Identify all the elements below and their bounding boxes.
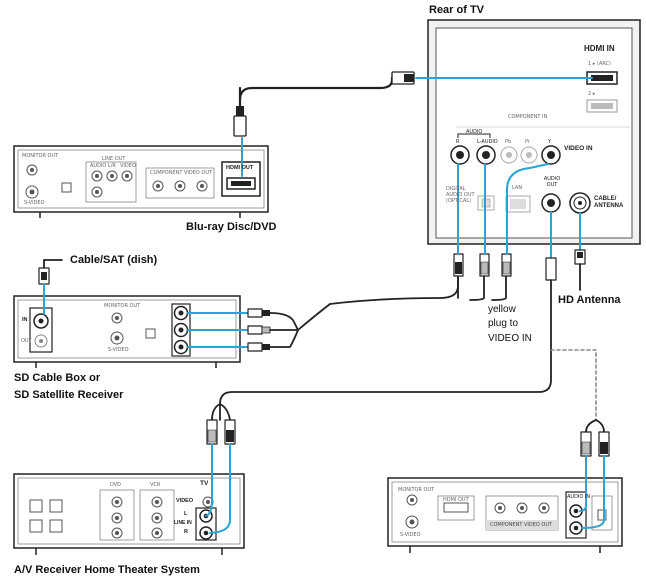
tv-digital-audio-label: DIGITAL AUDIO OUT (OPTICAL) — [446, 186, 475, 204]
tv-hdmi-1-label: 1 ▸ (ARC) — [588, 61, 611, 67]
rightbox-audio-in-label: AUDIO IN — [567, 494, 591, 500]
rightbox-monitor-out-label: MONITOR OUT — [398, 487, 435, 493]
dotted-cable — [550, 349, 610, 529]
tv-r-label: R — [456, 139, 460, 145]
bottom-right-device — [387, 477, 623, 553]
tv-component-pr-jack — [520, 146, 538, 164]
av-receiver-label: A/V Receiver Home Theater System — [14, 564, 200, 576]
tv-pr-label: Pr — [525, 139, 530, 145]
yellow-plug-note-3: VIDEO IN — [488, 333, 532, 344]
bottom-right-audio-in-r-jack — [569, 521, 583, 535]
bottom-right-audio-in-l-jack — [569, 504, 583, 518]
bluray-label: Blu-ray Disc/DVD — [186, 221, 277, 233]
av-line-in-label: LINE IN — [174, 520, 192, 526]
hd-antenna-label: HD Antenna — [558, 294, 621, 306]
tv-antenna-jack — [569, 192, 591, 214]
sdbox-video-out-jack — [173, 305, 189, 321]
tv-audio-r-jack — [450, 145, 470, 165]
bluray-svideo-label: S-VIDEO — [24, 200, 45, 206]
sdbox-in-label: IN — [22, 317, 28, 323]
av-vcr-label: VCR — [150, 482, 161, 488]
tv-video-in-label: VIDEO IN — [564, 145, 593, 152]
tv-audio-out-jack — [541, 193, 561, 213]
rightbox-hdmi-out-label: HDMI OUT — [443, 497, 469, 503]
cables — [38, 71, 610, 534]
tv-rear-panel — [427, 19, 641, 245]
tv-pb-label: Pb — [505, 139, 512, 145]
tv-component-in-label: COMPONENT IN — [508, 114, 548, 120]
sdbox-out-label: OUT — [21, 338, 32, 344]
audio-out-cable — [205, 211, 557, 534]
bluray-hdmi-out-label: HDMI OUT — [226, 165, 254, 171]
av-r-label: R — [184, 529, 188, 535]
tv-y-label: Y — [548, 139, 552, 145]
tv-lan-port — [505, 195, 531, 213]
hdmi-cable — [233, 71, 593, 177]
tv-audio-l-jack — [476, 145, 496, 165]
sdbox-in-jack — [33, 313, 49, 329]
av-dvd-label: DVD — [110, 482, 122, 488]
yellow-plug-note-1: yellow — [488, 304, 516, 315]
tv-l-audio-label: L-AUDIO — [477, 139, 498, 145]
bluray-monitor-out-label: MONITOR OUT — [22, 153, 59, 159]
yellow-plug-note-2: plug to — [488, 318, 519, 329]
sd-box-label-line1: SD Cable Box or — [14, 372, 101, 384]
av-video-label: VIDEO — [176, 498, 194, 504]
tv-audio-out-label: AUDIO OUT — [543, 176, 561, 188]
rightbox-svideo-label: S-VIDEO — [400, 532, 421, 538]
antenna-cable — [574, 212, 586, 291]
dish-cable — [38, 259, 63, 315]
av-l-label: L — [184, 511, 188, 517]
tv-video-in-jack — [541, 145, 561, 165]
tv-component-pb-jack — [500, 146, 518, 164]
sdbox-monitor-out-label: MONITOR OUT — [104, 303, 141, 309]
tv-audio-label: AUDIO — [466, 129, 483, 135]
tv-hdmi-2-label: 2 ▸ — [588, 91, 596, 97]
tv-cable-antenna-label: CABLE/ ANTENNA — [594, 196, 624, 210]
av-tv-label: TV — [200, 480, 209, 487]
bluray-video-label: VIDEO — [120, 163, 136, 169]
bluray-device — [13, 145, 269, 218]
av-receiver — [13, 473, 245, 555]
bluray-audio-lr-label: AUDIO L/R — [90, 163, 116, 169]
sdbox-audio-l-out-jack — [173, 322, 189, 338]
av-line-in-r-jack — [199, 526, 213, 540]
sd-box-label-line2: SD Satellite Receiver — [14, 389, 124, 401]
sdbox-svideo-label: S-VIDEO — [108, 347, 129, 353]
rightbox-component-video-out-label: COMPONENT VIDEO OUT — [490, 522, 553, 528]
composite-cable — [187, 163, 549, 352]
tv-hdmi-in-label: HDMI IN — [584, 44, 615, 53]
sdbox-audio-r-out-jack — [173, 339, 189, 355]
rear-tv-label: Rear of TV — [429, 4, 485, 16]
cable-sat-dish-label: Cable/SAT (dish) — [70, 254, 158, 266]
bluray-component-video-out-label: COMPONENT VIDEO OUT — [150, 170, 213, 176]
bluray-line-out-label: LINE OUT — [102, 156, 126, 162]
tv-lan-label: LAN — [512, 185, 523, 191]
